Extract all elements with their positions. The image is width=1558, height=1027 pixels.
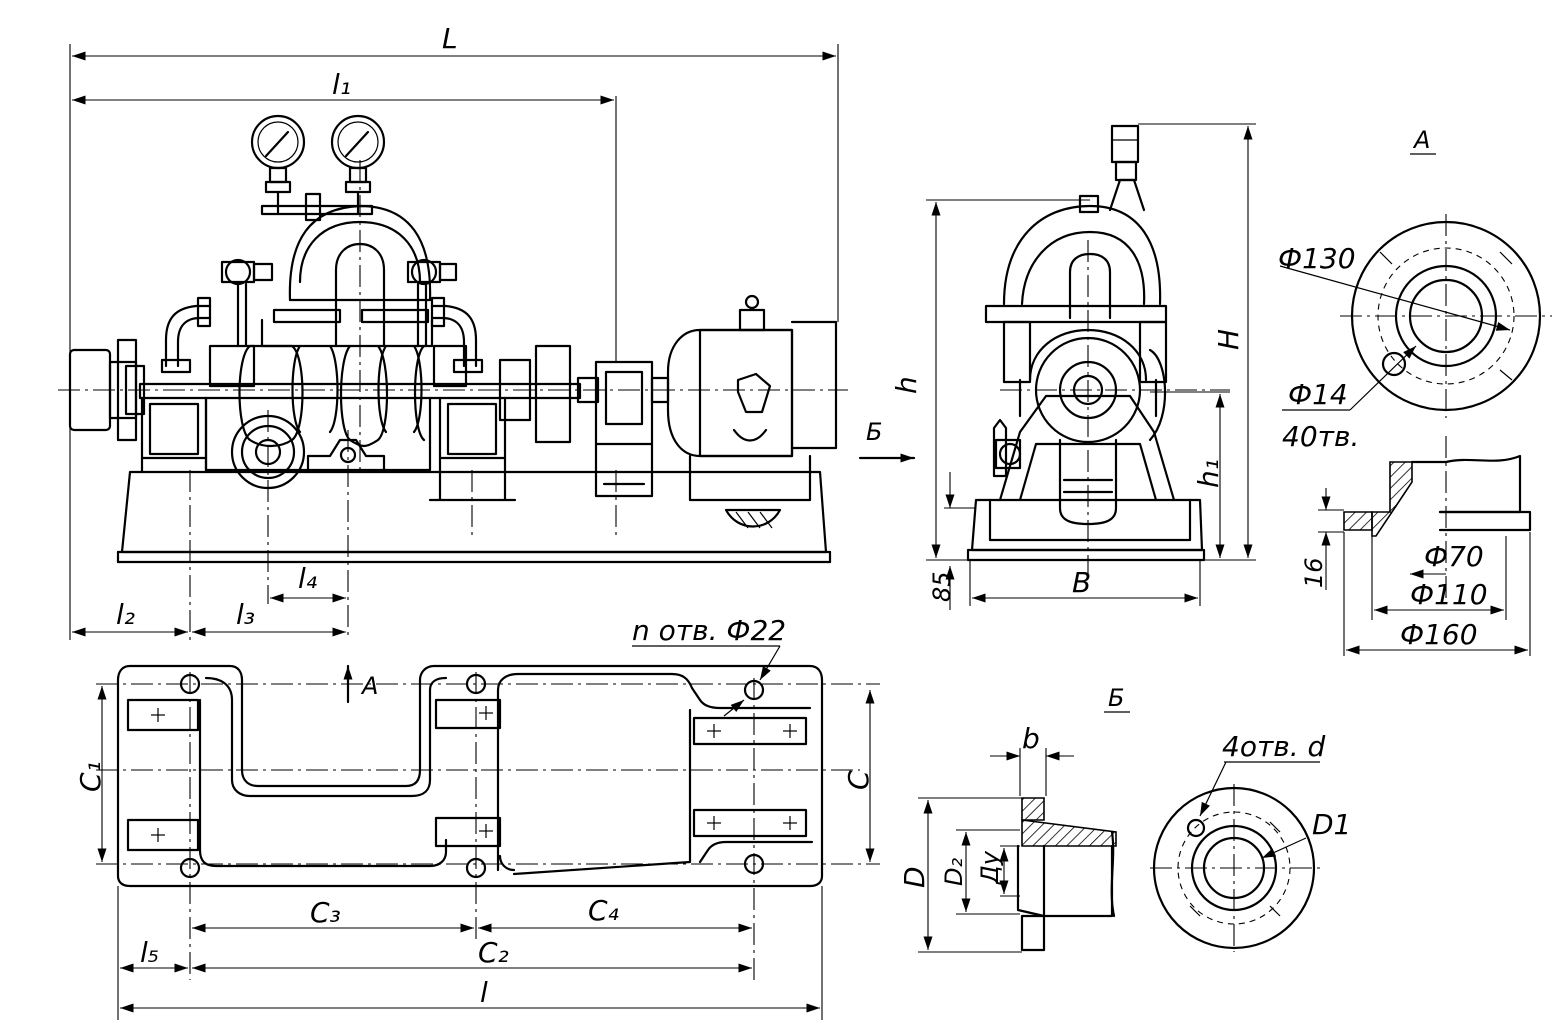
bearing-housing-right [428, 396, 517, 502]
label-L: L [442, 22, 458, 55]
label-b: b [1022, 722, 1040, 755]
label-view-A-title: A [1412, 126, 1430, 154]
front-view: L l₁ l₂ l₃ l₄ Б [58, 22, 916, 640]
label-C3: C₃ [310, 896, 341, 929]
label-l: l [480, 976, 488, 1009]
label-holes-40: 40тв. [1282, 420, 1359, 453]
label-d110: Ф110 [1410, 578, 1488, 611]
label-C1: C₁ [74, 761, 107, 792]
label-holes-4d: 4отв. d [1222, 730, 1326, 763]
plan-view: A n отв. Ф22 C₁ C C₃ C₄ C₂ l₅ l [74, 614, 880, 1020]
label-d70: Ф70 [1424, 540, 1484, 573]
side-top-nozzle [1110, 124, 1140, 164]
label-H: H [1212, 329, 1245, 350]
valve-left [220, 258, 274, 348]
base-frame [120, 470, 828, 554]
label-d130: Ф130 [1278, 242, 1356, 275]
label-holes-n: n отв. Ф22 [632, 614, 786, 647]
pressure-gauge-right [330, 114, 386, 216]
label-l1: l₁ [332, 68, 351, 101]
electric-motor [666, 294, 838, 529]
label-d14: Ф14 [1288, 378, 1348, 411]
label-l3: l₃ [236, 598, 255, 631]
view-B-flange: Б b D D₂ Ду 4отв. [898, 684, 1351, 953]
label-view-B-arrow: Б [866, 418, 882, 446]
side-volute [1002, 204, 1162, 306]
label-d160: Ф160 [1400, 618, 1478, 651]
label-D: D [898, 866, 931, 888]
label-C: C [842, 770, 875, 790]
base-frame-plan [116, 664, 824, 888]
label-D2: D₂ [940, 858, 968, 886]
label-D1: D1 [1312, 808, 1351, 841]
valve-right [406, 258, 458, 348]
label-l2: l₂ [116, 598, 135, 631]
side-view: h 85 H h₁ B [890, 123, 1256, 610]
pump-casing-lower [204, 396, 432, 472]
bearing-housing-left [140, 396, 208, 474]
label-85: 85 [928, 571, 956, 602]
label-Dy: Ду [976, 850, 1004, 885]
label-h: h [890, 376, 923, 394]
coupling-guard [594, 360, 670, 498]
label-h1: h₁ [1192, 459, 1225, 488]
pump-coupling-right [498, 344, 600, 444]
label-t16: 16 [1300, 557, 1328, 588]
label-view-A-arrow: A [360, 672, 378, 700]
pressure-gauge-left [250, 114, 306, 216]
label-C4: C₄ [588, 894, 619, 927]
label-B: B [1072, 566, 1091, 599]
view-A-flange: A Ф130 Ф14 40тв. 16 Ф70 Ф110 [1278, 126, 1552, 656]
label-view-B-title: Б [1108, 684, 1124, 712]
label-C2: C₂ [478, 936, 509, 969]
label-l5: l₅ [140, 936, 159, 969]
label-l4: l₄ [298, 562, 317, 595]
